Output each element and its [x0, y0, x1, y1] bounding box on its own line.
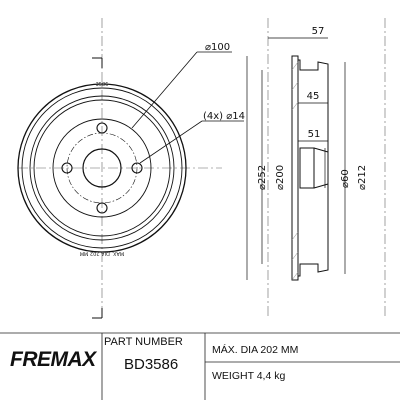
- side-view-hatching: [291, 61, 299, 281]
- max-dia-spec: MÁX. DIA 202 MM: [212, 344, 299, 356]
- part-number-value: BD3586: [124, 356, 179, 373]
- side-view: [291, 55, 329, 281]
- drum-body: [298, 59, 329, 277]
- dim-depth-51: 51: [308, 129, 321, 140]
- stamp-bottom: MAX. DIA 202 MM: [80, 250, 124, 256]
- dim-dia-200: ⌀200: [275, 165, 286, 190]
- dim-dia-212: ⌀212: [357, 165, 368, 190]
- dim-dia-252: ⌀252: [257, 165, 268, 190]
- callout-holes: (4x) ⌀14: [203, 111, 245, 122]
- part-number-label: PART NUMBER: [104, 336, 183, 348]
- corner-ticks: [92, 57, 103, 319]
- center-bore: [82, 148, 122, 188]
- hub-face: [52, 118, 152, 218]
- flange: [291, 55, 299, 281]
- inner-ring-inner: [33, 99, 171, 237]
- bolt-hole-left: [61, 162, 73, 174]
- bolt-hole-top: [96, 122, 108, 134]
- dim-dia-60: ⌀60: [340, 169, 351, 188]
- dimension-lines: [246, 37, 346, 280]
- inner-ring-outer: [29, 95, 175, 241]
- hub: [299, 147, 315, 189]
- dim-width-total: 57: [312, 26, 325, 37]
- bolt-hole-bottom: [96, 202, 108, 214]
- callout-bolt-circle: ⌀100: [205, 42, 230, 53]
- leader-lines: [131, 51, 244, 164]
- weight-spec: WEIGHT 4,4 kg: [212, 370, 286, 382]
- fremax-logo: FREMAX: [10, 348, 96, 371]
- bolt-hole-right: [131, 162, 143, 174]
- stamp-top: 3586: [96, 82, 109, 88]
- footer-table-lines: [0, 332, 400, 400]
- dim-depth-45: 45: [307, 91, 320, 102]
- front-view: [17, 83, 187, 253]
- bolt-holes: [61, 122, 143, 214]
- drum-edge: [21, 87, 183, 249]
- outer-rim: [17, 83, 187, 253]
- frame-lines: [18, 18, 386, 318]
